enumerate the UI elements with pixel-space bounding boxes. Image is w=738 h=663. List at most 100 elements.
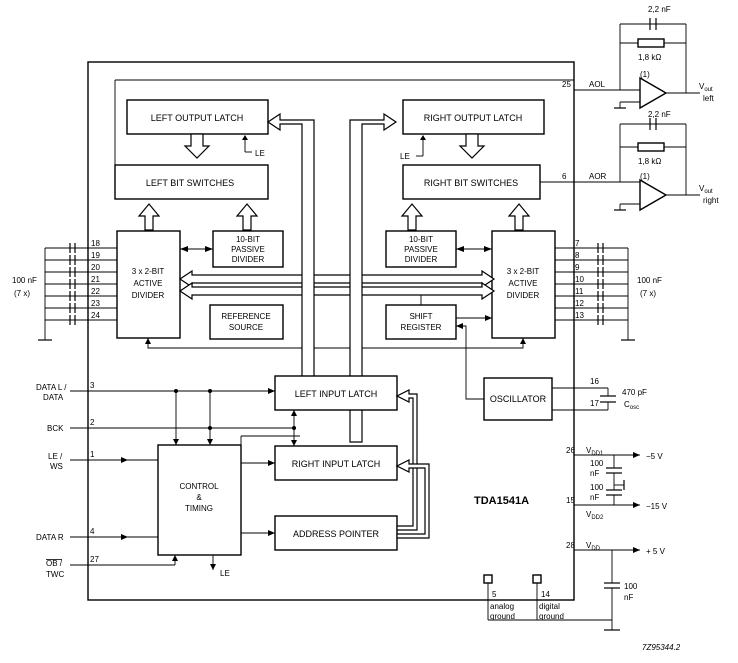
pin-14: 14 xyxy=(541,590,550,599)
left-input-latch-label: LEFT INPUT LATCH xyxy=(295,389,378,399)
bus-up-left xyxy=(266,112,315,379)
passive-to-switch-arrow-left xyxy=(235,203,259,231)
pin-15: 15 xyxy=(566,496,575,505)
oscillator-label: OSCILLATOR xyxy=(490,394,547,404)
vout-right-v: V xyxy=(699,184,705,193)
pin-10: 10 xyxy=(575,275,584,284)
input-bck-label: BCK xyxy=(47,424,64,433)
amp-left-label: (1) xyxy=(640,70,650,79)
input-le-label: LE / xyxy=(48,452,63,461)
reference-line2: SOURCE xyxy=(229,323,263,332)
left-cap-count: (7 x) xyxy=(14,289,30,298)
amp-right-label: (1) xyxy=(640,172,650,181)
cf-right-label: 2,2 nF xyxy=(648,110,671,119)
right-input-latch-label: RIGHT INPUT LATCH xyxy=(292,459,381,469)
figure-code: 7Z95344.2 xyxy=(642,643,681,652)
vdd2-sub: DD2 xyxy=(591,515,604,521)
active-right-line3: DIVIDER xyxy=(507,291,540,300)
vdd1-cap: 100 xyxy=(590,459,604,468)
pin-19: 19 xyxy=(91,251,100,260)
vdd1-value: −5 V xyxy=(646,452,663,461)
le-left: LE xyxy=(242,135,265,158)
pin-7: 7 xyxy=(575,239,580,248)
right-input-latch: RIGHT INPUT LATCH xyxy=(274,445,398,481)
pin-5: 5 xyxy=(492,590,497,599)
passive-left-line1: 10-BIT xyxy=(236,235,260,244)
shift-line1: SHIFT xyxy=(409,312,432,321)
active-right-line1: 3 x 2-BIT xyxy=(507,267,540,276)
cosc-c: C xyxy=(624,400,630,409)
active-divider-right: 3 x 2-BIT ACTIVE DIVIDER xyxy=(491,230,556,339)
input-data-r-label: DATA R xyxy=(36,533,64,542)
pin-20: 20 xyxy=(91,263,100,272)
pin-6: 6 xyxy=(562,172,567,181)
input-ws-label: WS xyxy=(50,462,63,471)
vout-left-side: left xyxy=(703,94,714,103)
left-input-latch: LEFT INPUT LATCH xyxy=(274,375,398,411)
pin-16: 16 xyxy=(590,377,599,386)
input-wiring xyxy=(70,388,300,570)
svg-text:Vout: Vout xyxy=(699,184,713,195)
pin-26: 26 xyxy=(566,446,575,455)
digital-ground-line1: digital xyxy=(539,602,560,611)
bus-arrow-lower xyxy=(178,281,496,301)
rf-left-label: 1,8 kΩ xyxy=(638,53,661,62)
active-divider-left: 3 x 2-BIT ACTIVE DIVIDER xyxy=(116,230,181,339)
svg-text:VDD2: VDD2 xyxy=(586,510,604,521)
vdd-sub: DD xyxy=(591,546,600,552)
osc-cap: 16 17 470 pF Cosc xyxy=(552,377,647,411)
le-right-label: LE xyxy=(400,152,410,161)
pin-17: 17 xyxy=(590,399,599,408)
input-data-label: DATA xyxy=(43,393,64,402)
active-to-switch-arrow-left xyxy=(137,203,161,231)
chip-name: TDA1541A xyxy=(474,495,529,507)
passive-divider-left: 10-BIT PASSIVE DIVIDER xyxy=(212,230,284,268)
active-to-switch-arrow-right xyxy=(507,203,531,231)
passive-left-line2: PASSIVE xyxy=(231,245,265,254)
input-twc-label: TWC xyxy=(46,570,64,579)
reference-line1: REFERENCE xyxy=(221,312,270,321)
pin-27: 27 xyxy=(90,555,99,564)
control-line2: & xyxy=(196,493,202,502)
passive-to-switch-arrow-right xyxy=(400,203,424,231)
right-bit-switches-label: RIGHT BIT SWITCHES xyxy=(424,178,518,188)
pin-24: 24 xyxy=(91,311,100,320)
vout-right-side: right xyxy=(703,196,719,205)
addr-to-right-latch xyxy=(395,459,430,539)
right-cap-count: (7 x) xyxy=(640,289,656,298)
active-right-line2: ACTIVE xyxy=(509,279,538,288)
shift-line2: REGISTER xyxy=(401,323,442,332)
vdd2-v: V xyxy=(586,510,592,519)
vdd-cap: 100 xyxy=(624,582,638,591)
address-pointer-label: ADDRESS POINTER xyxy=(293,529,380,539)
latch-to-switch-arrow-left xyxy=(183,133,211,159)
cosc-value: 470 pF xyxy=(622,388,647,397)
pin-11: 11 xyxy=(575,287,584,296)
reference-source: REFERENCE SOURCE xyxy=(209,304,284,340)
pin-1: 1 xyxy=(90,450,95,459)
analog-ground-line2: ground xyxy=(490,612,515,621)
svg-text:VDD1: VDD1 xyxy=(586,446,604,457)
pin-8: 8 xyxy=(575,251,580,260)
vdd1-v: V xyxy=(586,446,592,455)
control-line1: CONTROL xyxy=(179,482,219,491)
vout-left-v: V xyxy=(699,82,705,91)
passive-right-line3: DIVIDER xyxy=(405,255,438,264)
active-left-line1: 3 x 2-BIT xyxy=(132,267,165,276)
svg-text:Vout: Vout xyxy=(699,82,713,93)
left-cap-value: 100 nF xyxy=(12,276,37,285)
bus-up-right xyxy=(349,112,398,443)
cf-left-label: 2,2 nF xyxy=(648,5,671,14)
rf-right-label: 1,8 kΩ xyxy=(638,157,661,166)
input-ob-label: OB / xyxy=(46,559,63,568)
svg-text:Cosc: Cosc xyxy=(624,400,639,411)
pin-4: 4 xyxy=(90,527,95,536)
left-output-latch: LEFT OUTPUT LATCH xyxy=(126,99,269,135)
pin-9: 9 xyxy=(575,263,580,272)
vdd-value: + 5 V xyxy=(646,547,666,556)
right-cap-value: 100 nF xyxy=(637,276,662,285)
output-stage-left: 25 AOL (1) 2,2 nF 1,8 kΩ Vout left xyxy=(114,5,714,165)
